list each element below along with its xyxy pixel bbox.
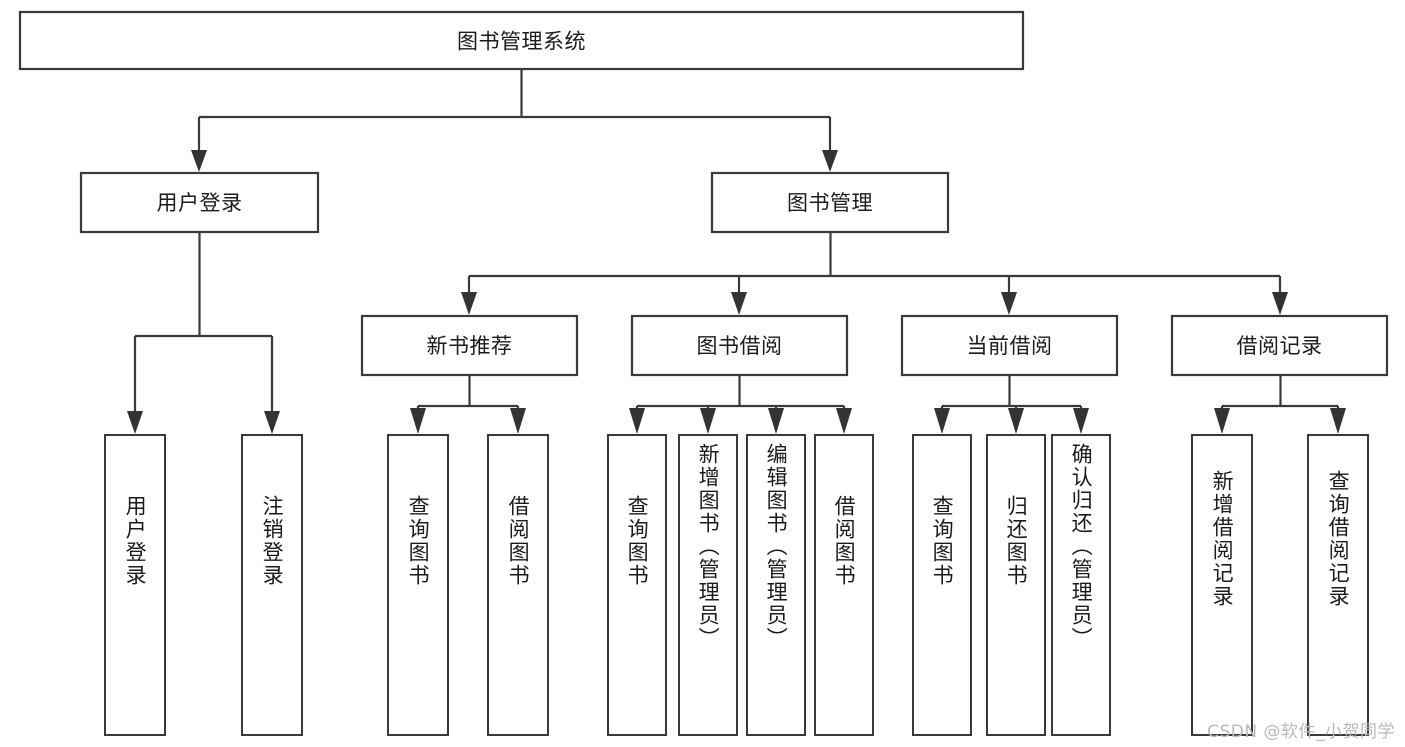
arrow-leaf-borrow-query bbox=[629, 408, 645, 434]
arrow-leaf-rec-query2 bbox=[1330, 408, 1346, 434]
arrow-to-new-book-rec bbox=[461, 292, 477, 315]
arrow-to-book-borrow bbox=[731, 292, 747, 315]
node-user-login-box[interactable] bbox=[79, 171, 320, 234]
arrow-leaf-borrow-add bbox=[700, 408, 716, 434]
arrow-leaf-rec-add bbox=[1214, 408, 1230, 434]
leaf-box-user-logout[interactable] bbox=[241, 434, 303, 736]
arrow-leaf-borrow-edit bbox=[768, 408, 784, 434]
leaf-box-rec-borrow[interactable] bbox=[487, 434, 549, 736]
arrow-to-user-login bbox=[191, 150, 207, 172]
arrow-leaf-rec-borrow bbox=[510, 408, 526, 434]
arrow-leaf-user-login bbox=[127, 411, 143, 434]
node-book-borrow-box[interactable] bbox=[630, 314, 849, 377]
leaf-box-rec-query[interactable] bbox=[387, 434, 449, 736]
leaf-box-borrow-add[interactable] bbox=[678, 434, 738, 736]
arrow-leaf-cur-confirm bbox=[1073, 408, 1089, 434]
leaf-box-cur-confirm[interactable] bbox=[1051, 434, 1111, 736]
node-book-borrow-label: 图书借阅 bbox=[697, 334, 783, 358]
node-book-manage-label: 图书管理 bbox=[787, 191, 873, 215]
leaf-box-rec-query2[interactable] bbox=[1307, 434, 1369, 736]
arrow-leaf-cur-return bbox=[1008, 408, 1024, 434]
arrow-to-current-borrow bbox=[1001, 292, 1017, 315]
leaf-box-rec-add[interactable] bbox=[1191, 434, 1253, 736]
leaf-box-cur-query[interactable] bbox=[912, 434, 972, 736]
node-new-book-rec-label: 新书推荐 bbox=[427, 334, 513, 358]
arrow-to-borrow-record bbox=[1272, 292, 1288, 315]
csdn-watermark: CSDN @软件_小贺同学 bbox=[1207, 722, 1395, 742]
node-new-book-rec-box[interactable] bbox=[360, 314, 579, 377]
node-current-borrow-box[interactable] bbox=[900, 314, 1119, 377]
leaf-box-borrow-edit[interactable] bbox=[746, 434, 806, 736]
node-book-manage-box[interactable] bbox=[710, 171, 950, 234]
arrow-to-book-manage bbox=[822, 150, 838, 172]
leaf-box-user-login[interactable] bbox=[104, 434, 166, 736]
arrow-leaf-user-logout bbox=[264, 411, 280, 434]
node-borrow-record-label: 借阅记录 bbox=[1237, 334, 1323, 358]
node-user-login-label: 用户登录 bbox=[157, 191, 243, 215]
edges-layer bbox=[127, 69, 1346, 434]
node-current-borrow-label: 当前借阅 bbox=[967, 334, 1053, 358]
node-root-box[interactable] bbox=[18, 10, 1025, 71]
arrow-leaf-cur-query bbox=[934, 408, 950, 434]
leaf-box-borrow-do[interactable] bbox=[814, 434, 874, 736]
leaf-box-borrow-query[interactable] bbox=[607, 434, 667, 736]
arrow-leaf-rec-query bbox=[410, 408, 426, 434]
leaf-box-cur-return[interactable] bbox=[986, 434, 1046, 736]
arrow-leaf-borrow-do bbox=[836, 408, 852, 434]
node-root-label: 图书管理系统 bbox=[457, 30, 586, 54]
nodes-layer: 图书管理系统 用户登录 图书管理 新书推荐 图书借阅 当前借阅 借阅记录 bbox=[18, 10, 1389, 736]
node-borrow-record-box[interactable] bbox=[1170, 314, 1389, 377]
